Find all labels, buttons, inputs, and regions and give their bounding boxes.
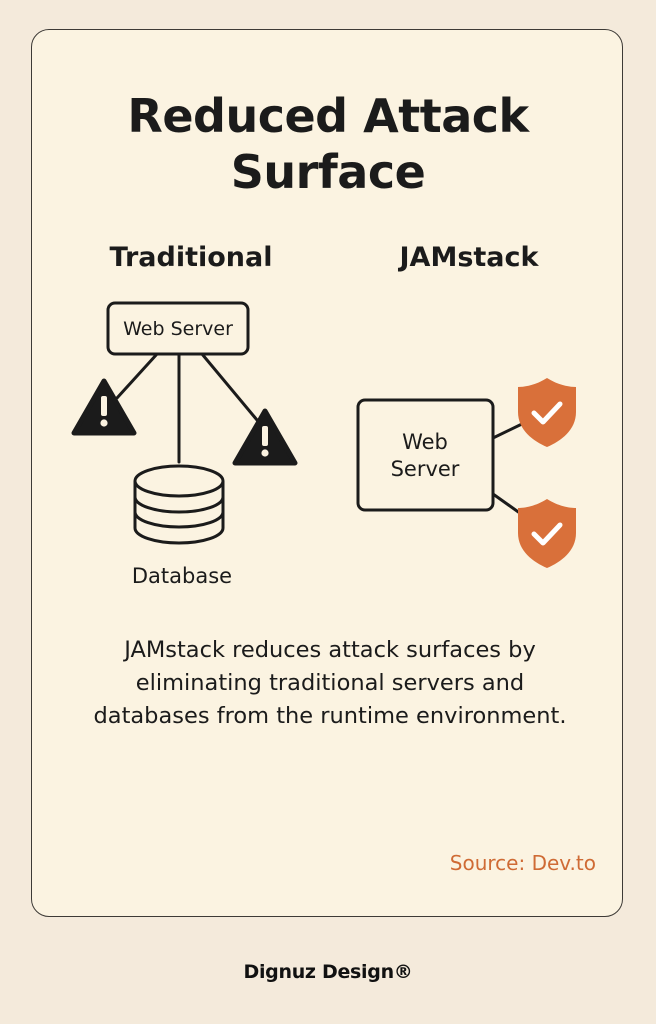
jamstack-web-server-label-line-2: Server xyxy=(391,457,460,481)
description-line-1: JAMstack reduces attack surfaces by xyxy=(124,637,536,663)
shield-check-icon xyxy=(518,378,576,447)
warning-triangle-icon xyxy=(232,408,298,466)
title-line-2: Surface xyxy=(230,145,426,199)
shield-check-icon xyxy=(518,499,576,568)
description-text: JAMstack reduces attack surfaces by elim… xyxy=(40,634,620,733)
jamstack-web-server-box xyxy=(356,398,495,512)
title-line-1: Reduced Attack xyxy=(127,89,529,143)
connector-top-shield xyxy=(491,421,526,440)
jamstack-connectors xyxy=(491,421,526,518)
database-icon xyxy=(133,464,225,545)
traditional-heading: Traditional xyxy=(109,242,273,273)
page-title: Reduced Attack Surface xyxy=(0,88,656,200)
database-label: Database xyxy=(131,564,233,588)
traditional-web-server: Web Server xyxy=(106,301,250,356)
traditional-connectors xyxy=(115,352,259,464)
connector-left-warning xyxy=(115,352,159,400)
description-line-2: eliminating traditional servers and xyxy=(135,670,525,696)
jamstack-web-server: Web Server xyxy=(356,398,495,512)
source-citation: Source: Dev.to xyxy=(449,851,596,875)
traditional-web-server-label: Web Server xyxy=(123,318,233,340)
warning-triangle-icon xyxy=(71,378,137,436)
jamstack-web-server-label-line-1: Web xyxy=(402,430,448,454)
infographic-card xyxy=(31,29,623,917)
traditional-web-server-box xyxy=(106,301,250,356)
description-line-3: databases from the runtime environment. xyxy=(93,703,567,729)
connector-right-warning xyxy=(200,352,259,422)
brand-footer: Dignuz Design® xyxy=(243,961,413,983)
jamstack-heading: JAMstack xyxy=(399,242,539,273)
